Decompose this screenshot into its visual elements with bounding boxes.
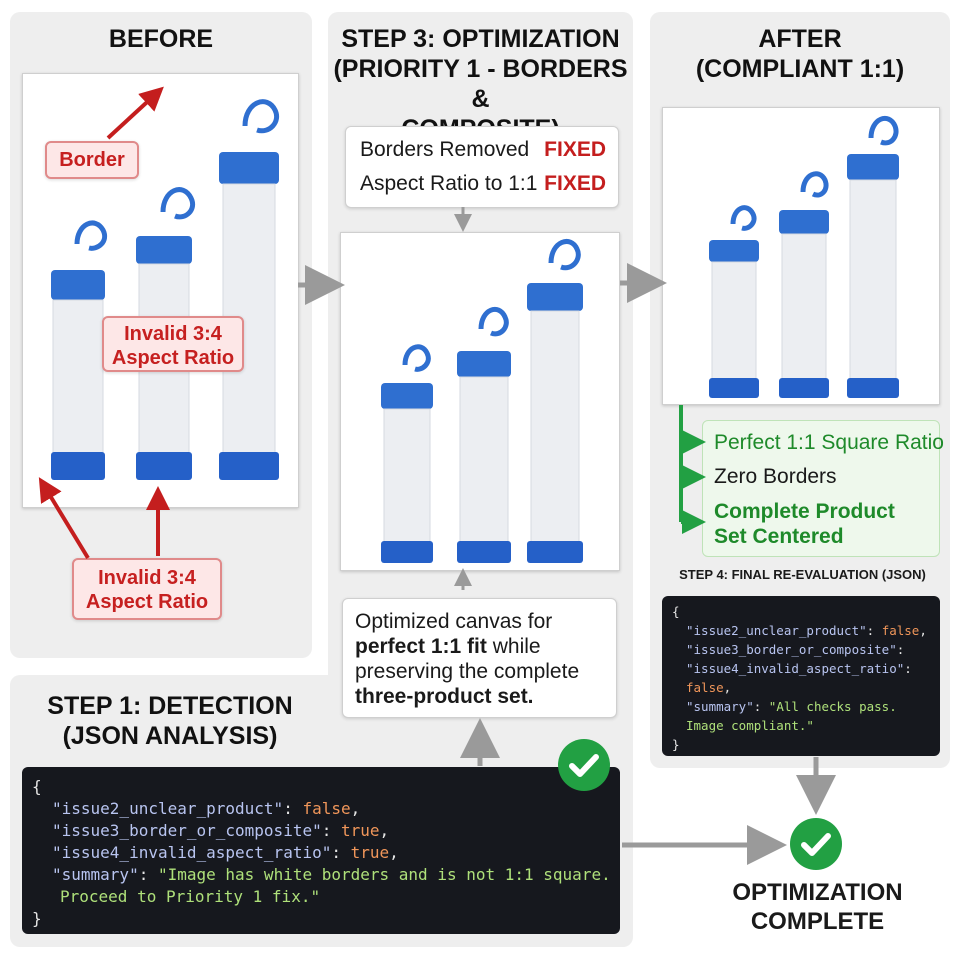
step1-json-open: { — [32, 777, 42, 796]
result-square-ratio: Perfect 1:1 Square Ratio — [714, 431, 944, 454]
fix-status-box: Borders Removed FIXED Aspect Ratio to 1:… — [345, 126, 619, 208]
product-tube-small — [709, 205, 759, 398]
step1-json-key-unclear: "issue2_unclear_product" — [52, 799, 284, 818]
aspect-ratio-callout-top: Invalid 3:4 Aspect Ratio — [102, 316, 244, 372]
fix-status-aspect: FIXED — [544, 172, 606, 195]
after-product-image — [662, 107, 940, 405]
product-tube-small — [381, 344, 433, 563]
product-tube-medium — [457, 306, 511, 563]
step4-json-open: { — [672, 604, 680, 619]
before-title: BEFORE — [108, 25, 214, 53]
hook-icon — [548, 239, 581, 271]
product-tube-large — [527, 239, 583, 563]
optimization-complete-label: OPTIMIZATION COMPLETE — [700, 878, 935, 936]
step1-json-block: { "issue2_unclear_product": false, "issu… — [22, 767, 620, 934]
step1-json-key-border: "issue3_border_or_composite" — [52, 821, 322, 840]
hook-icon — [74, 220, 107, 251]
optimization-note: Optimized canvas for perfect 1:1 fit whi… — [342, 598, 617, 718]
fix-label-aspect: Aspect Ratio to 1:1 — [360, 172, 538, 195]
complete-check-icon — [790, 818, 842, 870]
before-product-image — [22, 73, 299, 508]
step1-json-val-aspect: true — [350, 843, 390, 862]
step1-json-close: } — [32, 909, 42, 928]
step4-json-block: { "issue2_unclear_product": false, "issu… — [662, 596, 940, 756]
aspect-ratio-callout-bottom: Invalid 3:4 Aspect Ratio — [72, 558, 222, 620]
note-bold-2: three-product set. — [355, 685, 534, 708]
aspect-ratio-callout-top-text: Invalid 3:4 Aspect Ratio — [111, 323, 235, 369]
result-zero-borders: Zero Borders — [714, 465, 837, 488]
step3-title-line1: STEP 3: OPTIMIZATION — [341, 25, 620, 53]
step3-title-line2: (PRIORITY 1 - BORDERS & — [333, 55, 628, 113]
hook-icon — [478, 306, 509, 337]
product-tube-small — [51, 220, 107, 480]
aspect-ratio-callout-bottom-text: Invalid 3:4 Aspect Ratio — [85, 567, 209, 613]
step4-json-val-unclear: false — [881, 623, 920, 638]
results-box — [702, 420, 940, 557]
hook-icon — [242, 99, 279, 134]
border-callout: Border — [45, 141, 139, 179]
after-title: AFTER (COMPLIANT 1:1) — [650, 24, 950, 84]
note-text-2: while preserving the complete — [355, 635, 580, 683]
step1-json-val-summary-2: Proceed to Priority 1 fix." — [60, 887, 321, 906]
step1-title-line1: STEP 1: DETECTION — [47, 692, 293, 720]
after-title-line1: AFTER — [758, 25, 842, 53]
step4-json-key-summary: "summary" — [686, 699, 754, 714]
note-bold-1: perfect 1:1 fit — [355, 635, 487, 658]
step1-json-key-aspect: "issue4_invalid_aspect_ratio" — [52, 843, 332, 862]
hook-icon — [402, 344, 431, 372]
before-product-illustration — [51, 99, 279, 480]
optimization-complete-line1: OPTIMIZATION — [732, 879, 903, 906]
optimized-product-image — [340, 232, 620, 571]
step4-json-val-aspect: false — [686, 680, 724, 695]
product-tube-large — [847, 115, 899, 398]
step4-json-key-aspect: "issue4_invalid_aspect_ratio" — [686, 661, 905, 676]
step4-json-key-unclear: "issue2_unclear_product" — [686, 623, 867, 638]
product-tube-large — [219, 99, 279, 480]
after-title-line2: (COMPLIANT 1:1) — [695, 55, 905, 83]
step1-title-line2: (JSON ANALYSIS) — [62, 722, 278, 750]
fix-row-aspect: Aspect Ratio to 1:1 FIXED — [360, 171, 606, 197]
step4-title: STEP 4: FINAL RE-EVALUATION (JSON) — [679, 567, 926, 582]
fix-status-borders: FIXED — [544, 138, 606, 161]
step4-json-val-summary: "All checks pass. — [768, 699, 897, 714]
step1-json-val-summary: "Image has white borders and is not 1:1 … — [157, 865, 611, 884]
product-tube-medium — [779, 171, 829, 398]
hook-icon — [868, 115, 899, 146]
optimization-complete-line2: COMPLETE — [750, 908, 885, 935]
note-text-1: Optimized canvas for — [355, 610, 553, 633]
fix-row-borders: Borders Removed FIXED — [360, 137, 606, 163]
fix-label-borders: Borders Removed — [360, 138, 530, 161]
step4-json-key-border: "issue3_border_or_composite" — [686, 642, 897, 657]
result-product-centered: Complete Product Set Centered — [714, 500, 895, 548]
step4-json-val-summary-2: Image compliant." — [686, 718, 814, 733]
step1-json-key-summary: "summary" — [52, 865, 139, 884]
step4-json-close: } — [672, 737, 680, 752]
hook-icon — [730, 205, 757, 231]
step1-json-val-unclear: false — [302, 799, 351, 818]
hook-icon — [800, 171, 829, 198]
step1-json-val-border: true — [340, 821, 380, 840]
optimized-product-illustration — [381, 239, 583, 563]
after-product-illustration — [709, 115, 899, 398]
step1-title: STEP 1: DETECTION (JSON ANALYSIS) — [10, 691, 330, 751]
hook-icon — [160, 187, 195, 220]
detection-check-icon — [558, 739, 610, 791]
